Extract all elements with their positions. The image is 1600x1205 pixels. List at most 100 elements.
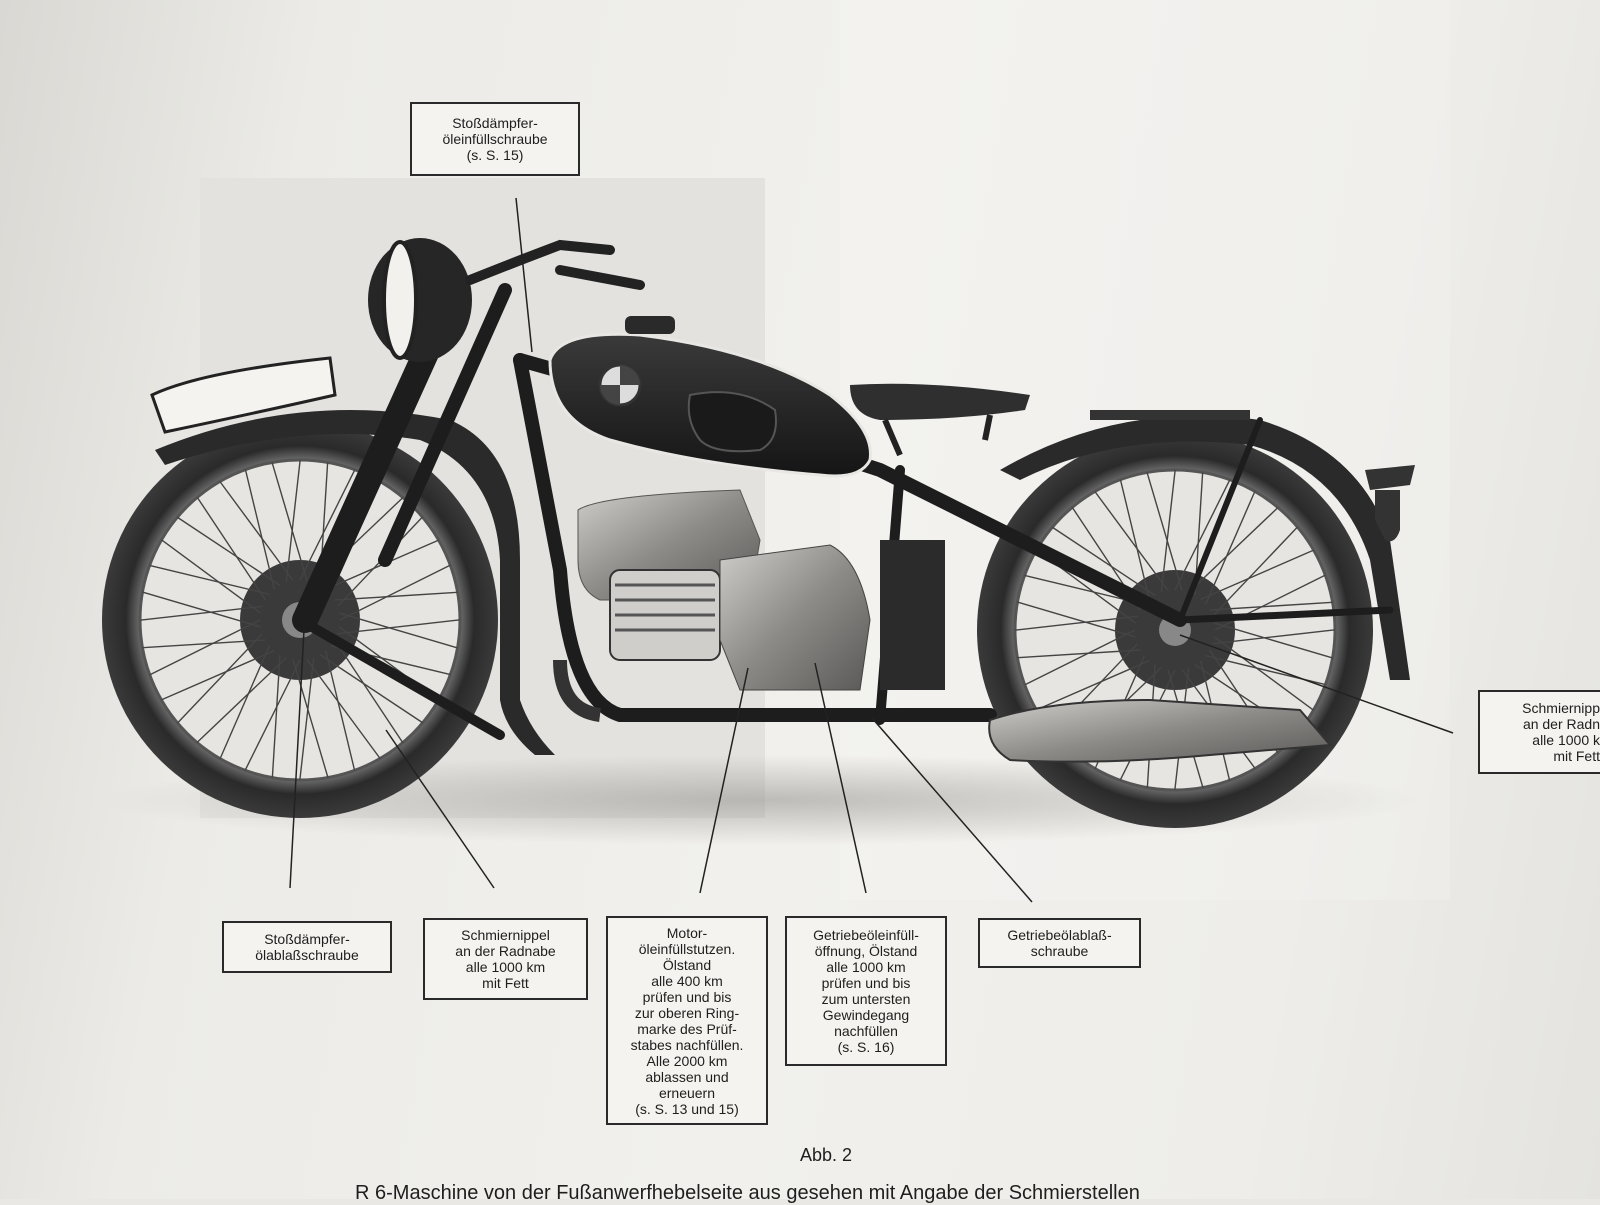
wheel-spoke	[142, 639, 266, 649]
wheel-spoke	[1205, 491, 1256, 605]
label-line: marke des Prüf-	[637, 1020, 737, 1037]
wheel-spoke	[319, 654, 424, 724]
label-line: an der Radnabe	[455, 943, 556, 959]
label-line: schraube	[1030, 943, 1089, 959]
label-line: Gewindegang	[822, 1007, 910, 1023]
label-line: Getriebeölablaß-	[1007, 927, 1112, 943]
label-line: prüfen und bis	[642, 988, 732, 1005]
wheel-spoke	[1024, 629, 1136, 686]
figure-description: R 6-Maschine von der Fußanwerfhebelseite…	[355, 1182, 1140, 1204]
label-line: erneuern	[658, 1084, 716, 1101]
label-line: Schmiernipp	[1522, 700, 1600, 716]
label-line: Ölstand	[662, 956, 712, 973]
wheel-spoke	[271, 654, 281, 778]
wheel-spoke	[1160, 469, 1176, 593]
wheel-spoke	[334, 591, 458, 601]
headlight	[368, 238, 472, 362]
label-line: Getriebeöleinfüll-	[813, 927, 919, 943]
wheel-spoke	[292, 659, 329, 778]
wheel-spoke	[1212, 629, 1336, 645]
figure-caption: Abb. 2	[800, 1145, 853, 1165]
saddle	[850, 383, 1030, 457]
wheel-spoke	[299, 657, 315, 781]
wheel-spoke	[176, 516, 281, 586]
label-line: zur oberen Ring-	[634, 1004, 740, 1021]
label-line: (s. S. 15)	[466, 147, 524, 163]
label-line: Schmiernippel	[461, 927, 550, 943]
number-plate	[150, 356, 337, 434]
label-line: ablassen und	[645, 1068, 729, 1085]
wheel-spoke	[149, 564, 270, 595]
wheel-spoke	[219, 481, 294, 582]
wheel-spoke	[1119, 479, 1150, 600]
label-line: alle 1000 km	[465, 959, 546, 975]
label-line: ölablaßschraube	[255, 947, 359, 963]
label-line: an der Radn	[1522, 716, 1600, 732]
wheel-spoke	[1051, 526, 1156, 596]
wheel-spoke	[337, 619, 461, 635]
wheel-spoke	[1212, 526, 1298, 617]
wheel-spoke	[244, 659, 301, 771]
label-line: mit Fett	[1553, 748, 1600, 764]
label-shock-oil-drain: Stoßdämpfer- ölablaßschraube	[222, 921, 392, 973]
label-line: nachfüllen	[834, 1023, 898, 1039]
wheel-spoke	[196, 496, 266, 601]
wheel-spoke	[299, 469, 356, 581]
label-line: (s. S. 16)	[837, 1039, 895, 1055]
label-line: stabes nachfüllen.	[630, 1036, 744, 1053]
wheel-spoke	[325, 650, 356, 771]
exhaust	[988, 698, 1333, 763]
wheel-spoke	[339, 564, 451, 621]
wheel-spoke	[285, 459, 301, 583]
wheel-spoke	[1209, 601, 1333, 611]
engine	[553, 489, 945, 722]
wheel-spoke	[1036, 660, 1150, 711]
wheel-spoke	[219, 645, 270, 759]
wheel-spoke	[244, 469, 275, 590]
wheel-spoke	[177, 633, 263, 724]
label-line: öleinfüllstutzen.	[638, 940, 736, 957]
wheel-spoke	[196, 657, 287, 743]
label-line: öffnung, Ölstand	[814, 943, 918, 959]
wheel-spoke	[339, 612, 458, 649]
leader-lines	[289, 197, 1454, 903]
label-line: zum untersten	[821, 991, 911, 1007]
wheel-spoke	[161, 650, 275, 701]
label-line: alle 1000 km	[826, 959, 906, 975]
wheel-spoke	[142, 591, 261, 628]
label-shock-oil-fill: Stoßdämpfer- öleinfüllschraube (s. S. 15…	[410, 102, 580, 176]
wheel-spoke	[1214, 622, 1333, 659]
wheel-spoke	[306, 658, 381, 759]
label-line: öleinfüllschraube	[442, 131, 548, 147]
label-line: prüfen und bis	[821, 975, 911, 991]
label-line: Alle 2000 km	[646, 1052, 728, 1069]
label-line: Motor-	[666, 924, 708, 941]
front-mudguard	[155, 410, 555, 755]
wheel-spoke	[1017, 649, 1141, 659]
luggage-rack	[1090, 410, 1250, 420]
label-gearbox-oil-drain: Getriebeölablaß- schraube	[978, 918, 1141, 968]
wheel-spoke	[1188, 507, 1279, 593]
wheel-spoke	[149, 619, 261, 676]
fuel-tank	[548, 316, 872, 478]
rear-light	[1365, 465, 1415, 542]
wheel-spoke	[1014, 615, 1138, 631]
label-front-hub-grease: Schmiernippel an der Radnabe alle 1000 k…	[423, 918, 588, 1000]
label-line: alle 1000 k	[1532, 732, 1600, 748]
label-engine-oil-filler: Motor- öleinfüllstutzen. Ölstand alle 40…	[606, 916, 768, 1125]
wheel-spoke	[1200, 549, 1314, 600]
label-line: (s. S. 13 und 15)	[635, 1100, 739, 1117]
wheel-spoke	[139, 605, 263, 621]
wheel-spoke	[1174, 479, 1231, 591]
label-line: Stoßdämpfer-	[452, 115, 538, 131]
wheel-spoke	[1213, 636, 1314, 711]
wheel-spoke	[1094, 491, 1169, 592]
wheel-spoke	[161, 539, 262, 614]
label-rear-hub-grease: Schmiernipp an der Radn alle 1000 k mit …	[1478, 690, 1600, 774]
wheel-spoke	[1146, 472, 1183, 591]
wheel-spoke	[1017, 601, 1136, 638]
wheel-spoke	[271, 462, 308, 581]
label-line: alle 400 km	[651, 972, 723, 989]
